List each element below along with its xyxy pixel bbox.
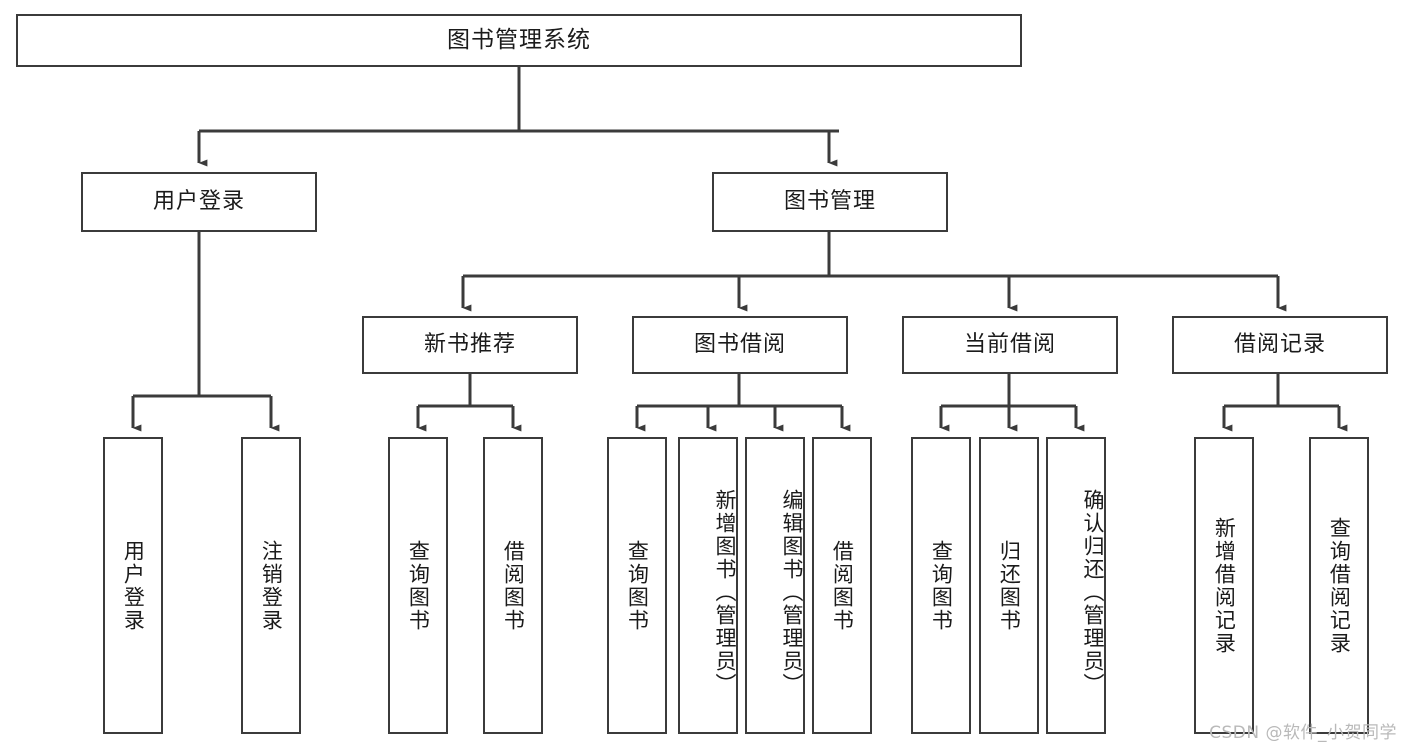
leaf-borrow-book[interactable]: 借阅图书 bbox=[812, 437, 872, 734]
node-user-login[interactable]: 用户登录 bbox=[81, 172, 317, 232]
node-book-manage[interactable]: 图书管理 bbox=[712, 172, 948, 232]
leaf-query-book-current[interactable]: 查询图书 bbox=[911, 437, 971, 734]
leaf-query-book-recommend[interactable]: 查询图书 bbox=[388, 437, 448, 734]
leaf-edit-book-admin[interactable]: 编辑图书（管理员） bbox=[745, 437, 805, 734]
leaf-return-book[interactable]: 归还图书 bbox=[979, 437, 1039, 734]
leaf-add-borrow-record[interactable]: 新增借阅记录 bbox=[1194, 437, 1254, 734]
node-book-borrow[interactable]: 图书借阅 bbox=[632, 316, 848, 374]
leaf-borrow-book-recommend[interactable]: 借阅图书 bbox=[483, 437, 543, 734]
node-new-book-recommend[interactable]: 新书推荐 bbox=[362, 316, 578, 374]
node-borrow-record[interactable]: 借阅记录 bbox=[1172, 316, 1388, 374]
leaf-query-book-borrow[interactable]: 查询图书 bbox=[607, 437, 667, 734]
node-current-borrow[interactable]: 当前借阅 bbox=[902, 316, 1118, 374]
leaf-add-book-admin[interactable]: 新增图书（管理员） bbox=[678, 437, 738, 734]
watermark-text: CSDN @软件_小贺同学 bbox=[1209, 723, 1397, 743]
leaf-query-borrow-record[interactable]: 查询借阅记录 bbox=[1309, 437, 1369, 734]
leaf-user-login[interactable]: 用户登录 bbox=[103, 437, 163, 734]
leaf-user-logout[interactable]: 注销登录 bbox=[241, 437, 301, 734]
node-root-system[interactable]: 图书管理系统 bbox=[16, 14, 1022, 67]
leaf-confirm-return-admin[interactable]: 确认归还（管理员） bbox=[1046, 437, 1106, 734]
